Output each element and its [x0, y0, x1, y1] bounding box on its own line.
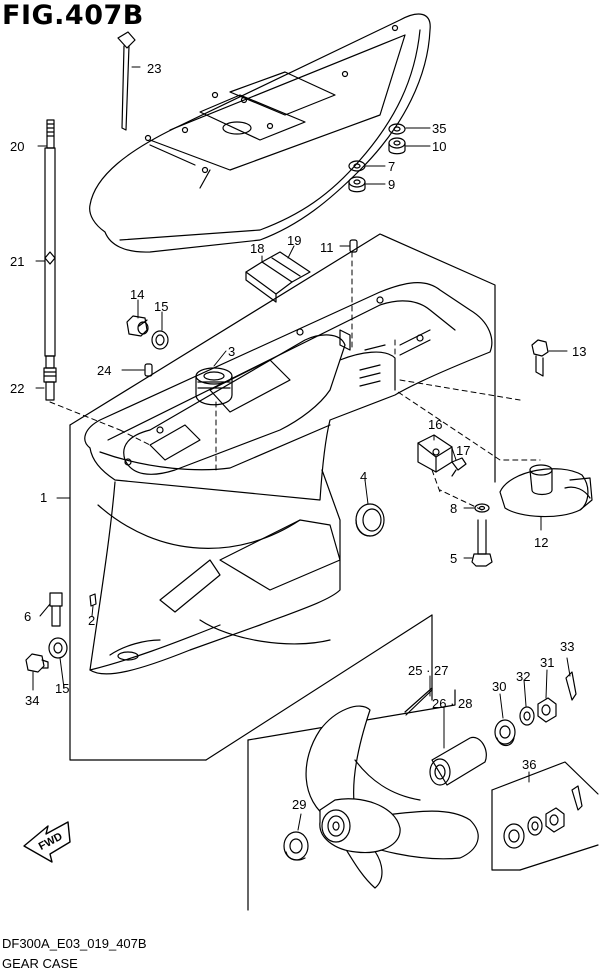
callout-22: 22	[10, 381, 25, 396]
callout-23: 23	[147, 61, 162, 76]
callout-15b: 15	[55, 681, 70, 696]
callout-24: 24	[97, 363, 112, 378]
callout-5: 5	[450, 551, 458, 566]
callout-9: 9	[388, 177, 396, 192]
washer-bolt-right	[471, 503, 493, 567]
propeller-bushing	[429, 736, 487, 786]
bracket-and-screw	[417, 434, 467, 477]
dowel-pin	[144, 363, 153, 377]
small-washers-nuts	[348, 123, 406, 193]
propeller	[305, 705, 479, 889]
forward-direction-arrow: FWD	[23, 821, 71, 863]
callout-21: 21	[10, 254, 25, 269]
drawing-code: DF300A_E03_019_407B	[2, 936, 147, 951]
callout-4: 4	[360, 469, 368, 484]
gear-case-housing	[84, 282, 493, 675]
callout-34: 34	[25, 693, 40, 708]
cable-tie	[117, 31, 136, 131]
thrust-washer	[283, 831, 309, 861]
callout-10: 10	[432, 139, 447, 154]
lower-cover	[89, 13, 431, 253]
propeller-retainer-parts	[494, 671, 577, 747]
callout-30: 30	[492, 679, 507, 694]
dashed-leaders	[49, 251, 541, 511]
callout-2527: 25 · 27	[408, 663, 449, 678]
callout-1: 1	[40, 490, 48, 505]
callout-16: 16	[428, 417, 443, 432]
lower-left-fasteners	[25, 592, 97, 673]
callout-31: 31	[540, 655, 555, 670]
plug-washer-upper	[126, 315, 169, 350]
callout-12: 12	[534, 535, 549, 550]
callout-15a: 15	[154, 299, 169, 314]
callout-32: 32	[516, 669, 531, 684]
bolt-13	[531, 339, 549, 377]
callout-13: 13	[572, 344, 587, 359]
callout-33: 33	[560, 639, 575, 654]
figure-caption: GEAR CASE	[2, 956, 78, 971]
nut-kit	[491, 761, 599, 871]
propeller-frame	[247, 687, 456, 911]
callout-2: 2	[88, 613, 96, 628]
callout-3: 3	[228, 344, 236, 359]
callout-7: 7	[388, 159, 396, 174]
callout-8: 8	[450, 501, 458, 516]
callout-19: 19	[287, 233, 302, 248]
callout-11: 11	[320, 240, 334, 255]
callout-14: 14	[130, 287, 145, 302]
callout-leaders	[32, 66, 571, 831]
callout-29: 29	[292, 797, 307, 812]
callout-18: 18	[250, 241, 265, 256]
shift-rod	[43, 119, 57, 401]
callout-35: 35	[432, 121, 447, 136]
oil-seal	[355, 503, 385, 537]
callout-36: 36	[522, 757, 537, 772]
callout-2628: 26 · 28	[432, 696, 473, 711]
callout-6: 6	[24, 609, 32, 624]
callout-20: 20	[10, 139, 25, 154]
trim-tab-anode	[499, 464, 593, 518]
figure-title: FIG.407B	[2, 0, 144, 31]
callout-17: 17	[456, 443, 471, 458]
